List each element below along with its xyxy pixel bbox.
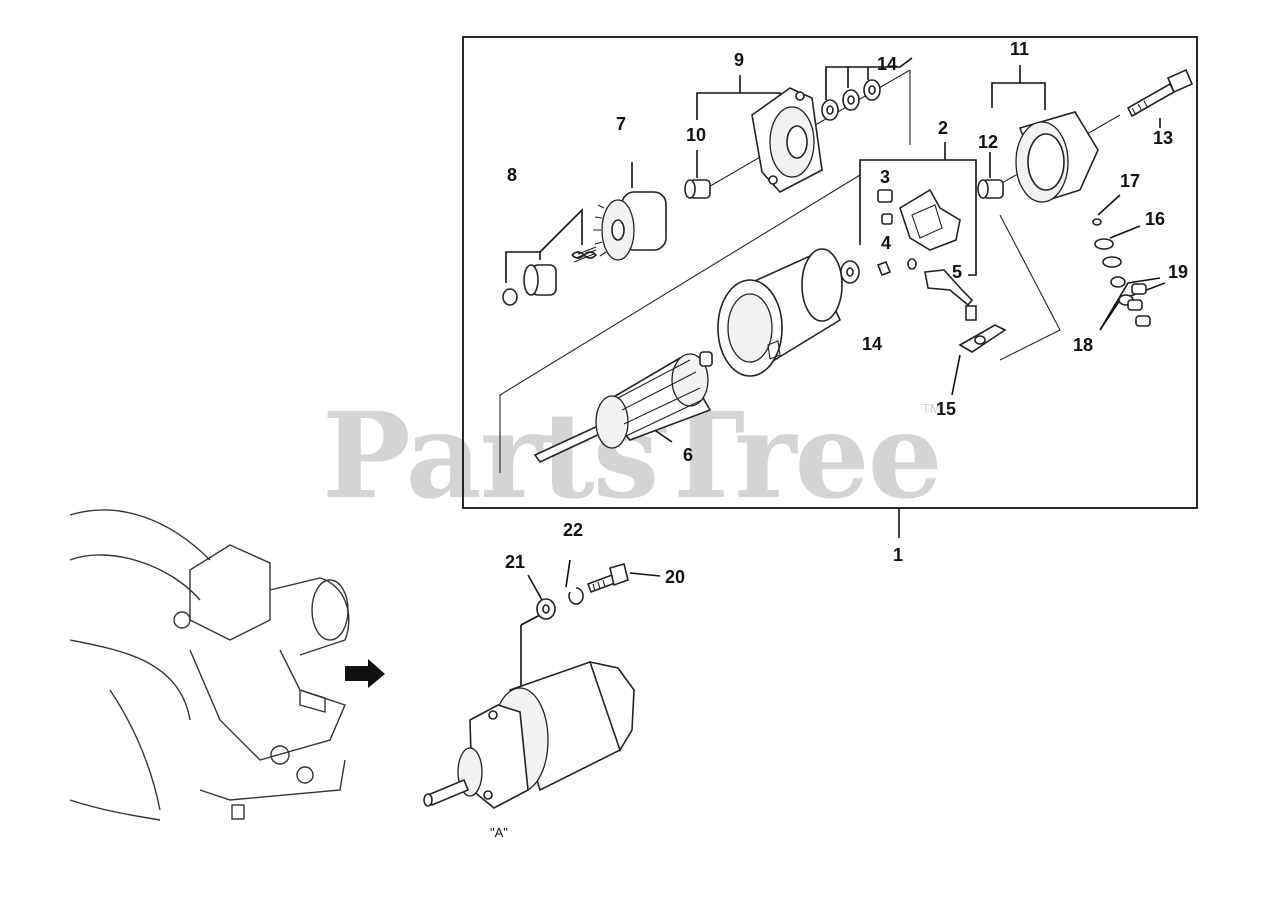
callout-14-top: 14 xyxy=(877,54,897,74)
callout-13: 13 xyxy=(1153,128,1173,148)
callout-21: 21 xyxy=(505,552,525,572)
part-7-pinion-gear xyxy=(593,162,667,261)
part-13-through-bolt xyxy=(1126,68,1194,128)
yoke-housing xyxy=(717,248,843,377)
callout-18: 18 xyxy=(1073,335,1093,355)
callout-5: 5 xyxy=(952,262,962,282)
engine-outline xyxy=(69,509,350,821)
callout-6: 6 xyxy=(683,445,693,465)
callout-4: 4 xyxy=(881,233,891,253)
parts-16-19-terminal-hardware xyxy=(1092,194,1166,331)
callout-labels: 1 2 3 4 5 6 7 8 9 10 11 12 13 14 14 15 1… xyxy=(505,39,1188,587)
part-2-brush-holder-assembly xyxy=(859,142,977,321)
callout-8: 8 xyxy=(507,165,517,185)
exploded-view-frame xyxy=(462,36,1198,509)
callout-15: 15 xyxy=(936,399,956,419)
view-a-label: "A" xyxy=(490,825,508,840)
part-14-washer-lower xyxy=(840,260,860,284)
callout-22: 22 xyxy=(563,520,583,540)
part-15-insulator xyxy=(951,324,1007,396)
callout-2: 2 xyxy=(938,118,948,138)
callout-16: 16 xyxy=(1145,209,1165,229)
assembled-starter-view-a xyxy=(423,614,635,809)
callout-19: 19 xyxy=(1168,262,1188,282)
callout-3: 3 xyxy=(880,167,890,187)
callout-12: 12 xyxy=(978,132,998,152)
callout-14-lower: 14 xyxy=(862,334,882,354)
callout-9: 9 xyxy=(734,50,744,70)
callout-17: 17 xyxy=(1120,171,1140,191)
callout-1: 1 xyxy=(893,545,903,565)
callout-10: 10 xyxy=(686,125,706,145)
part-6-armature xyxy=(533,351,713,464)
part-10-bush xyxy=(684,150,711,199)
part-11-rear-end-cover xyxy=(991,65,1099,203)
callout-20: 20 xyxy=(665,567,685,587)
part-14-washers-top xyxy=(821,57,913,121)
part-12-bush xyxy=(977,152,1004,199)
view-direction-arrow xyxy=(345,659,385,688)
part-9-drive-end-bracket xyxy=(696,75,823,193)
callout-11: 11 xyxy=(1010,39,1029,59)
part-8-pinion-spring-set xyxy=(502,208,598,306)
callout-7: 7 xyxy=(616,114,626,134)
parts-20-22-mounting-hardware xyxy=(527,559,661,620)
watermark-trademark: TM xyxy=(922,401,941,416)
